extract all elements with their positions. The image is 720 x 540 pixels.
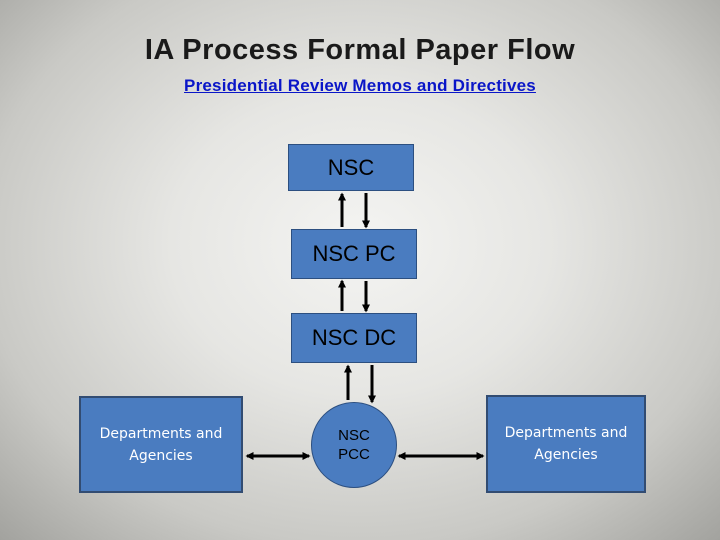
departments-right-label: Departments and Agencies [504, 425, 628, 463]
nsc-dc-label: NSC DC [311, 325, 397, 350]
departments-right-box: Departments and Agencies [486, 395, 646, 493]
nsc-box: NSC [288, 144, 414, 191]
slide-title: IA Process Formal Paper Flow [144, 34, 576, 66]
departments-left-label: Departments and Agencies [99, 425, 223, 464]
nsc-pcc-label: NSC PCC [338, 427, 370, 463]
nsc-pcc-circle: NSC PCC [311, 402, 397, 488]
nsc-dc-box: NSC DC [291, 313, 417, 363]
departments-left-box: Departments and Agencies [79, 396, 243, 493]
slide-subtitle-link[interactable]: Presidential Review Memos and Directives [184, 76, 536, 95]
nsc-label: NSC [327, 154, 375, 180]
nsc-pc-label: NSC PC [312, 241, 396, 266]
nsc-pc-box: NSC PC [291, 229, 417, 279]
